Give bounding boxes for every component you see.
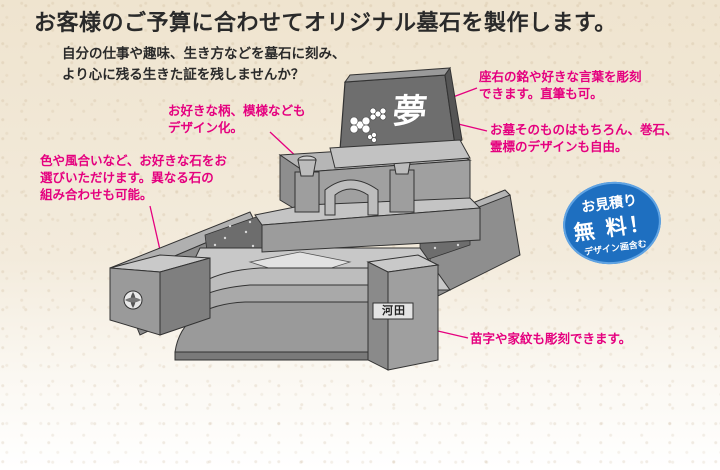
callout-line: 霊標のデザインも自由。 (490, 139, 628, 154)
incense-arch (324, 179, 379, 216)
callout-line: お墓そのものはもちろん、巻石、 (490, 122, 678, 137)
callout-engrave: 座右の銘や好きな言葉を彫刻 できます。直筆も可。 (479, 68, 642, 102)
nameplate-text: 河田 (382, 304, 406, 317)
intro-line: 自分の仕事や趣味、生き方などを墓石に刻み、 (62, 46, 346, 62)
callout-line: 色や風合いなど、お好きな石をお (40, 153, 227, 168)
intro-line: より心に残る生きた証を残しませんか？ (62, 67, 305, 83)
callout-line: デザイン化。 (168, 120, 244, 135)
nameplate (372, 302, 414, 320)
page-headline: お客様のご予算に合わせてオリジナル墓石を製作します。 (34, 11, 617, 36)
callout-line: 組み合わせも可能。 (40, 187, 153, 202)
callout-line: 座右の銘や好きな言葉を彫刻 (479, 69, 642, 84)
callout-line: 選びいただけます。異なる石の (40, 170, 214, 185)
stone-plinth (329, 139, 471, 169)
shrine-step (261, 207, 481, 253)
callout-stone: 色や風合いなど、お好きな石をお 選びいただけます。異なる石の 組み合わせも可能。 (40, 152, 227, 203)
callout-name: 苗字や家紋も彫刻できます。 (470, 331, 632, 346)
engraved-character: 夢 (390, 92, 429, 132)
callout-line: お好きな柄、模様なども (168, 103, 306, 118)
callout-line: できます。直筆も可。 (479, 86, 603, 101)
intro-text: 自分の仕事や趣味、生き方などを墓石に刻み、 より心に残る生きた証を残しませんか？ (62, 44, 346, 86)
vase-left (294, 155, 320, 213)
blossom-pattern-icon (349, 107, 387, 143)
callout-pattern: お好きな柄、模様なども デザイン化。 (168, 102, 306, 136)
callout-design: お墓そのものはもちろん、巻石、 霊標のデザインも自由。 (490, 121, 678, 155)
